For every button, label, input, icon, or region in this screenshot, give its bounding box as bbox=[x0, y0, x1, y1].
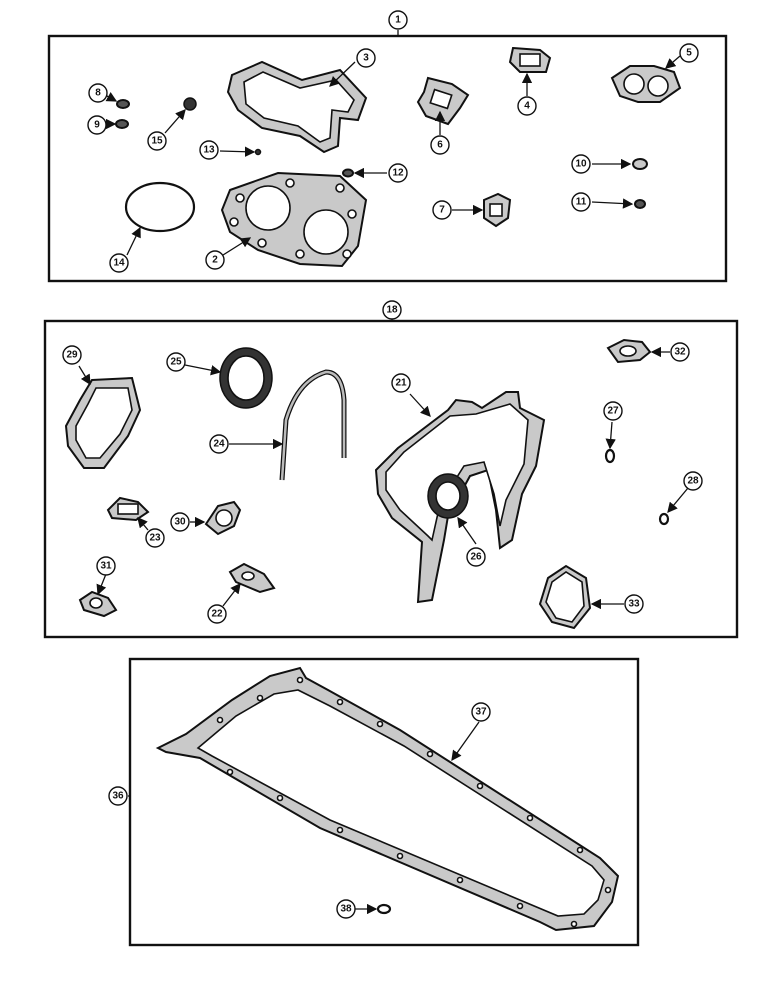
svg-text:31: 31 bbox=[100, 561, 112, 572]
part-33-plate-gasket bbox=[538, 564, 592, 630]
callout-38: 38 bbox=[336, 899, 356, 919]
svg-text:26: 26 bbox=[470, 552, 482, 563]
callout-8: 8 bbox=[88, 83, 108, 103]
callout-5: 5 bbox=[679, 43, 699, 63]
part-27-o-ring bbox=[604, 448, 616, 464]
callout-12: 12 bbox=[388, 163, 408, 183]
callout-23: 23 bbox=[145, 528, 165, 548]
part-29-bellhousing-gasket bbox=[64, 376, 142, 469]
svg-text:12: 12 bbox=[392, 168, 404, 179]
callout-26: 26 bbox=[466, 547, 486, 567]
part-37-oil-pan-gasket bbox=[155, 666, 620, 932]
callout-37: 37 bbox=[471, 702, 491, 722]
svg-text:8: 8 bbox=[95, 88, 101, 99]
part-15-plug bbox=[183, 97, 197, 111]
callout-6: 6 bbox=[430, 135, 450, 155]
part-11-washer bbox=[634, 199, 646, 209]
svg-text:32: 32 bbox=[674, 347, 686, 358]
callout-36: 36 bbox=[108, 786, 128, 806]
svg-text:24: 24 bbox=[213, 439, 225, 450]
part-24-rope-seal bbox=[279, 369, 347, 481]
part-10-washer bbox=[632, 158, 648, 170]
part-28-o-ring bbox=[658, 512, 670, 526]
part-38-o-ring bbox=[376, 903, 392, 915]
callout-28: 28 bbox=[683, 471, 703, 491]
callout-25: 25 bbox=[166, 352, 186, 372]
panel-oil-pan-gasket bbox=[128, 657, 640, 947]
svg-text:10: 10 bbox=[575, 159, 587, 170]
svg-text:25: 25 bbox=[170, 357, 182, 368]
callout-10: 10 bbox=[571, 154, 591, 174]
svg-text:14: 14 bbox=[113, 258, 125, 269]
svg-text:6: 6 bbox=[437, 140, 443, 151]
callout-32: 32 bbox=[670, 342, 690, 362]
callout-13: 13 bbox=[199, 140, 219, 160]
callout-21: 21 bbox=[391, 373, 411, 393]
callout-30: 30 bbox=[170, 512, 190, 532]
svg-text:18: 18 bbox=[386, 305, 398, 316]
callout-2: 2 bbox=[205, 250, 225, 270]
part-5-two-hole-gasket bbox=[610, 65, 682, 103]
part-23-flange-gasket bbox=[106, 496, 150, 522]
svg-text:21: 21 bbox=[395, 378, 407, 389]
part-32-flange-gasket bbox=[606, 338, 652, 364]
part-3-valve-cover-gasket bbox=[226, 60, 368, 154]
callout-24: 24 bbox=[209, 434, 229, 454]
part-4-flange-gasket bbox=[508, 46, 552, 73]
svg-text:36: 36 bbox=[112, 791, 124, 802]
callout-1: 1 bbox=[388, 10, 408, 30]
svg-text:5: 5 bbox=[686, 48, 692, 59]
callout-3: 3 bbox=[356, 48, 376, 68]
callout-33: 33 bbox=[624, 594, 644, 614]
part-30-flange-gasket bbox=[204, 500, 242, 536]
svg-text:22: 22 bbox=[211, 609, 223, 620]
callout-22: 22 bbox=[207, 604, 227, 624]
part-9-washer bbox=[115, 119, 129, 129]
part-21-timing-cover-gasket bbox=[374, 391, 546, 604]
part-8-washer bbox=[116, 99, 130, 109]
svg-text:37: 37 bbox=[475, 707, 487, 718]
svg-text:2: 2 bbox=[212, 255, 218, 266]
part-12-washer bbox=[342, 168, 354, 178]
svg-text:4: 4 bbox=[524, 101, 530, 112]
panel-lower-gasket-set bbox=[43, 319, 739, 639]
part-2-head-gasket bbox=[220, 171, 368, 268]
svg-text:27: 27 bbox=[607, 406, 619, 417]
part-31-flange-gasket bbox=[78, 590, 118, 618]
callout-11: 11 bbox=[571, 192, 591, 212]
part-22-flange-gasket bbox=[228, 562, 276, 594]
svg-text:7: 7 bbox=[439, 205, 445, 216]
svg-text:30: 30 bbox=[174, 517, 186, 528]
svg-text:9: 9 bbox=[94, 120, 100, 131]
part-26-seal bbox=[427, 473, 469, 519]
part-25-oil-seal bbox=[219, 347, 273, 409]
svg-text:11: 11 bbox=[576, 197, 587, 208]
svg-text:1: 1 bbox=[395, 15, 401, 26]
part-14-o-ring bbox=[124, 181, 196, 233]
part-6-flange-gasket bbox=[416, 76, 470, 126]
callout-15: 15 bbox=[147, 131, 167, 151]
callout-9: 9 bbox=[87, 115, 107, 135]
svg-text:15: 15 bbox=[151, 136, 163, 147]
callout-18: 18 bbox=[382, 300, 402, 320]
svg-text:23: 23 bbox=[149, 533, 161, 544]
callout-29: 29 bbox=[62, 345, 82, 365]
panel-upper-gasket-set bbox=[47, 30, 728, 283]
svg-text:33: 33 bbox=[628, 599, 640, 610]
callout-27: 27 bbox=[603, 401, 623, 421]
callout-4: 4 bbox=[517, 96, 537, 116]
svg-text:29: 29 bbox=[66, 350, 78, 361]
callout-31: 31 bbox=[96, 556, 116, 576]
svg-text:13: 13 bbox=[203, 145, 215, 156]
svg-text:38: 38 bbox=[340, 904, 352, 915]
callout-14: 14 bbox=[109, 253, 129, 273]
svg-text:28: 28 bbox=[687, 476, 699, 487]
part-13-ball bbox=[254, 148, 262, 156]
part-7-small-gasket bbox=[483, 192, 512, 228]
callout-7: 7 bbox=[432, 200, 452, 220]
svg-text:3: 3 bbox=[363, 53, 369, 64]
